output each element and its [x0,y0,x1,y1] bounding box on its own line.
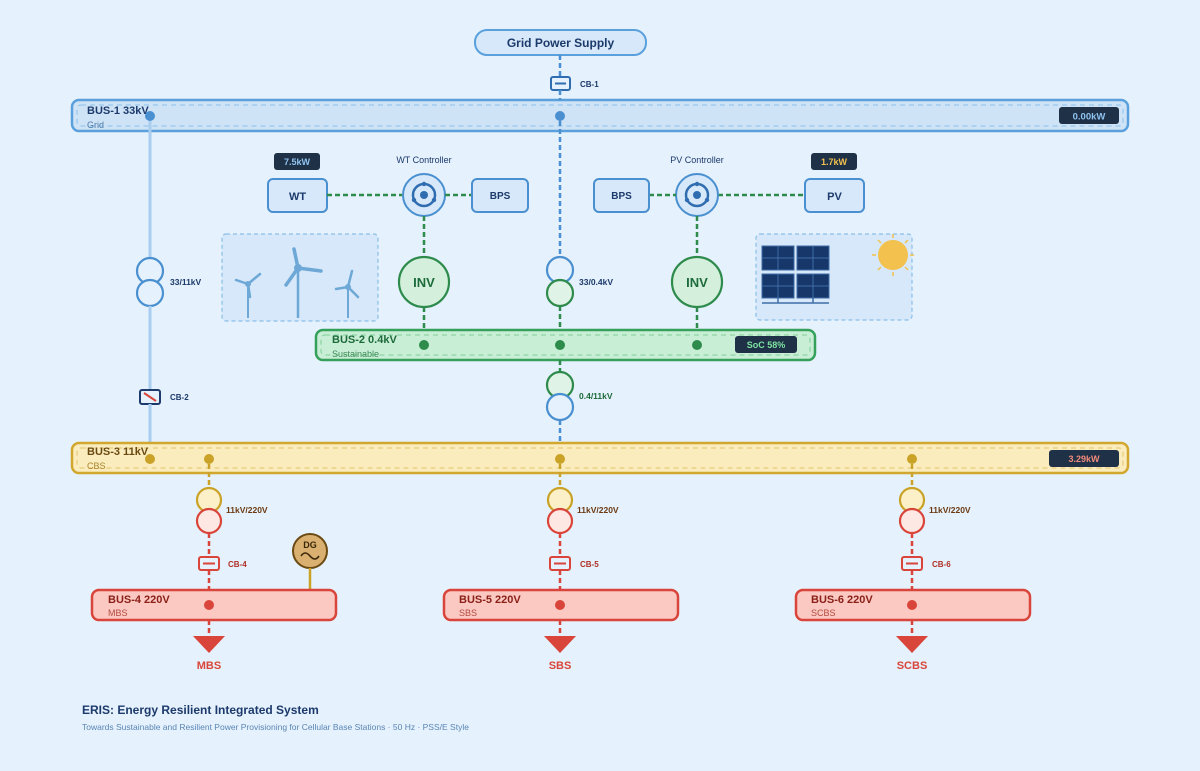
wt-box-label: WT [289,191,306,203]
scbs-load-label: SCBS [897,660,928,672]
bus-1-readout-box [1059,107,1119,124]
transformer-sbs-label: 11kV/220V [577,505,619,515]
sbs-load-arrow [544,636,576,653]
transformer-33-11kv[interactable] [135,256,165,308]
bus-4-name: BUS-4 220V [108,594,170,606]
cb-1-label: CB-1 [580,80,599,89]
bus-2-node-pv [692,340,702,350]
diesel-generator-label: DG [303,540,317,550]
mbs-load-label: MBS [197,660,221,672]
wt-inverter-label: INV [413,275,435,290]
cb-5-label: CB-5 [580,560,599,569]
bus-1-reading: 0.00kW [1073,112,1106,123]
wt-controller-icon[interactable] [402,173,446,217]
cb-4-label: CB-4 [228,560,247,569]
bus-1-node-left [145,111,155,121]
bus-1-name: BUS-1 33kV [87,105,149,117]
wind-turbines-icon [234,247,360,318]
cb-5-breaker[interactable] [549,556,571,571]
bus-1-node-center [555,111,565,121]
transformer-04-11kv[interactable] [545,370,575,422]
bus-1-bar[interactable] [70,98,1130,133]
transformer-04-11kv-label: 0.4/11kV [579,391,613,401]
bus-3-sub: CBS [87,461,106,471]
bus-6-sub: SCBS [811,608,836,618]
bus-2-sub: Sustainable [332,349,379,359]
bus-1-sub: Grid [87,120,104,130]
sine-wave-icon [300,552,320,560]
bus-3-readout-box [1049,450,1119,467]
cb-2-breaker-open[interactable] [139,389,161,405]
bus-3-node-left [145,454,155,464]
bus-5-node [555,600,565,610]
bus-3-node-mbs [204,454,214,464]
bus-2-bar[interactable] [314,328,817,362]
bus-3-name: BUS-3 11kV [87,446,149,458]
wt-reading: 7.5kW [284,157,311,167]
bus-2-node-wt [419,340,429,350]
bus-6-node [907,600,917,610]
cb-2-label: CB-2 [170,393,189,402]
pv-bps-label: BPS [611,191,632,202]
pv-controller-icon[interactable] [675,173,719,217]
transformer-sbs[interactable] [546,486,574,535]
footer-title: ERIS: Energy Resilient Integrated System [82,703,319,717]
wt-controller-label: WT Controller [396,155,451,165]
transformer-mbs[interactable] [195,486,223,535]
wt-bps-label: BPS [490,191,511,202]
pv-box[interactable] [804,178,865,213]
bus-3-node-sbs [555,454,565,464]
pv-bps-box[interactable] [593,178,650,213]
transformer-mbs-label: 11kV/220V [226,505,268,515]
cb-1-breaker[interactable] [550,76,571,91]
transformer-scbs[interactable] [898,486,926,535]
pv-reading: 1.7kW [821,157,848,167]
bus-3-bar[interactable] [70,441,1130,475]
cb-6-breaker[interactable] [901,556,923,571]
bus-2-reading: SoC 58% [747,340,786,350]
bus-2-name: BUS-2 0.4kV [332,334,397,346]
grid-power-supply-label: Grid Power Supply [507,36,615,50]
bus-4-sub: MBS [108,608,128,618]
wt-bps-box[interactable] [471,178,529,213]
bus-4-node [204,600,214,610]
bus-3-node-scbs [907,454,917,464]
sbs-load-label: SBS [549,660,572,672]
sun-icon [872,234,914,276]
pv-controller-label: PV Controller [670,155,724,165]
bus-6-name: BUS-6 220V [811,594,873,606]
bus-5-sub: SBS [459,608,477,618]
mbs-load-arrow [193,636,225,653]
wind-turbine-illustration [221,233,379,322]
transformer-33-11kv-label: 33/11kV [170,277,202,287]
pv-readout-box [811,153,857,170]
pv-inverter-label: INV [686,275,708,290]
bus-3-reading: 3.29kW [1068,454,1100,464]
pv-box-label: PV [827,191,842,203]
scbs-load-arrow [896,636,928,653]
bus-5-name: BUS-5 220V [459,594,521,606]
bus-2-readout-box [735,336,797,353]
bus-2-node-center [555,340,565,350]
transformer-33-04kv-label: 33/0.4kV [579,277,613,287]
diesel-generator[interactable]: DG [292,533,328,569]
wt-readout-box [274,153,320,170]
solar-panels-icon [761,245,830,304]
cb-4-breaker[interactable] [198,556,220,571]
transformer-33-04kv[interactable] [545,255,575,308]
cb-6-label: CB-6 [932,560,951,569]
transformer-scbs-label: 11kV/220V [929,505,971,515]
footer-subtitle: Towards Sustainable and Resilient Power … [82,722,469,732]
